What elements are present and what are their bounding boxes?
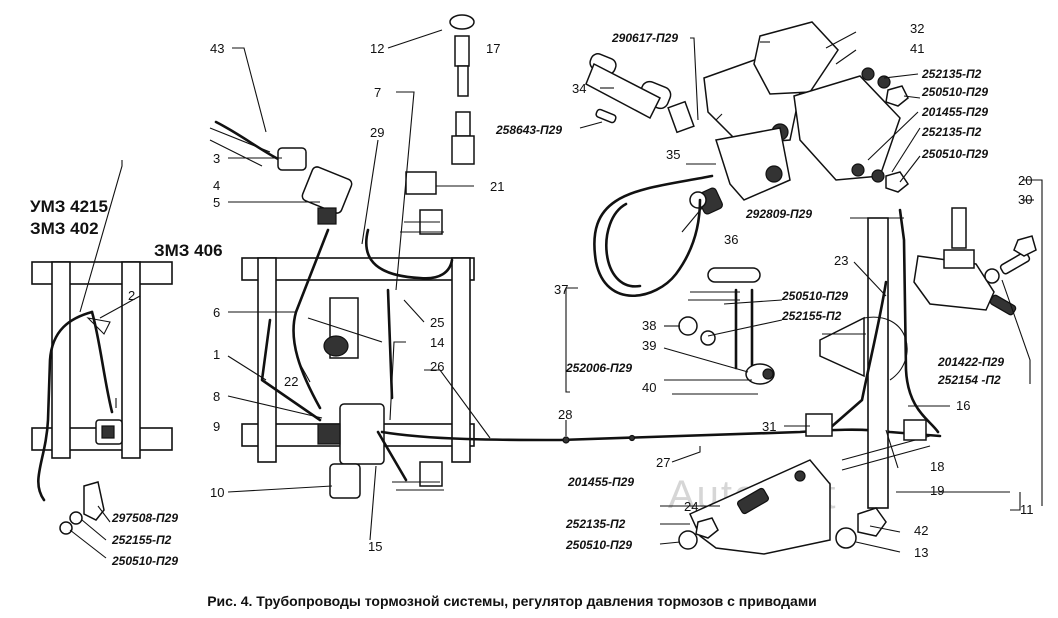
regulator-drive-parts <box>585 21 910 385</box>
callout-27: 27 <box>656 455 670 470</box>
callout-40: 40 <box>642 380 656 395</box>
callout-41: 41 <box>910 41 924 56</box>
part-number-250510-mid: 250510-П29 <box>921 147 988 161</box>
left-frame-assembly <box>31 261 173 502</box>
callout-26: 26 <box>430 359 444 374</box>
part-number-292809: 292809-П29 <box>745 207 812 221</box>
callout-3: 3 <box>213 151 220 166</box>
part-number-252006: 252006-П29 <box>565 361 632 375</box>
callout-5: 5 <box>213 195 220 210</box>
callout-20: 20 <box>1018 173 1032 188</box>
callout-36: 36 <box>724 232 738 247</box>
callout-35: 35 <box>666 147 680 162</box>
callout-6: 6 <box>213 305 220 320</box>
center-frame-assembly <box>241 209 475 499</box>
callout-32: 32 <box>910 21 924 36</box>
lower-left-parts <box>59 481 105 535</box>
part-number-252155-left: 252155-П2 <box>111 533 172 547</box>
part-number-290617: 290617-П29 <box>611 31 678 45</box>
callout-39: 39 <box>642 338 656 353</box>
callout-9: 9 <box>213 419 220 434</box>
callout-16: 16 <box>956 398 970 413</box>
callout-30: 30 <box>1018 192 1032 207</box>
callout-17: 17 <box>486 41 500 56</box>
part-number-252135-mid: 252135-П2 <box>921 125 982 139</box>
callout-11: 11 <box>1020 502 1034 517</box>
callout-25: 25 <box>430 315 444 330</box>
engine-label-zmz406: ЗМЗ 406 <box>154 241 223 260</box>
callout-42: 42 <box>914 523 928 538</box>
part-number-252155-center: 252155-П2 <box>781 309 842 323</box>
callout-37: 37 <box>554 282 568 297</box>
part-number-252135-bottom: 252135-П2 <box>565 517 626 531</box>
callout-15: 15 <box>368 539 382 554</box>
part-number-201455-bottom: 201455-П29 <box>567 475 634 489</box>
engine-label-zmz402: ЗМЗ 402 <box>30 219 99 238</box>
figure-caption: Рис. 4. Трубопроводы тормозной системы, … <box>207 593 817 609</box>
callout-34: 34 <box>572 81 586 96</box>
callout-7: 7 <box>374 85 381 100</box>
callout-31: 31 <box>762 419 776 434</box>
part-number-252154: 252154 -П2 <box>937 373 1001 387</box>
part-number-250510-top: 250510-П29 <box>921 85 988 99</box>
leader-lines <box>69 29 1043 559</box>
part-number-258643: 258643-П29 <box>495 123 562 137</box>
callout-14: 14 <box>430 335 444 350</box>
callout-2: 2 <box>128 288 135 303</box>
callout-4: 4 <box>213 178 220 193</box>
engine-label-umz4215: УМЗ 4215 <box>30 197 108 216</box>
callout-12: 12 <box>370 41 384 56</box>
callout-23: 23 <box>834 253 848 268</box>
callout-38: 38 <box>642 318 656 333</box>
callout-13: 13 <box>914 545 928 560</box>
upper-left-parts <box>209 14 475 225</box>
part-number-252135-top: 252135-П2 <box>921 67 982 81</box>
callout-22: 22 <box>284 374 298 389</box>
main-brake-line <box>380 428 942 444</box>
part-number-297508: 297508-П29 <box>111 511 178 525</box>
right-frame-assembly <box>678 207 1037 555</box>
callout-24: 24 <box>684 499 698 514</box>
part-number-250510-left: 250510-П29 <box>111 554 178 568</box>
callout-28: 28 <box>558 407 572 422</box>
callout-1: 1 <box>213 347 220 362</box>
callout-43: 43 <box>210 41 224 56</box>
callout-8: 8 <box>213 389 220 404</box>
callout-10: 10 <box>210 485 224 500</box>
callout-21: 21 <box>490 179 504 194</box>
part-number-250510-bottom: 250510-П29 <box>565 538 632 552</box>
part-number-201422: 201422-П29 <box>937 355 1004 369</box>
callout-19: 19 <box>930 483 944 498</box>
part-number-201455-top: 201455-П29 <box>921 105 988 119</box>
callout-18: 18 <box>930 459 944 474</box>
callout-29: 29 <box>370 125 384 140</box>
part-number-250510-center: 250510-П29 <box>781 289 848 303</box>
